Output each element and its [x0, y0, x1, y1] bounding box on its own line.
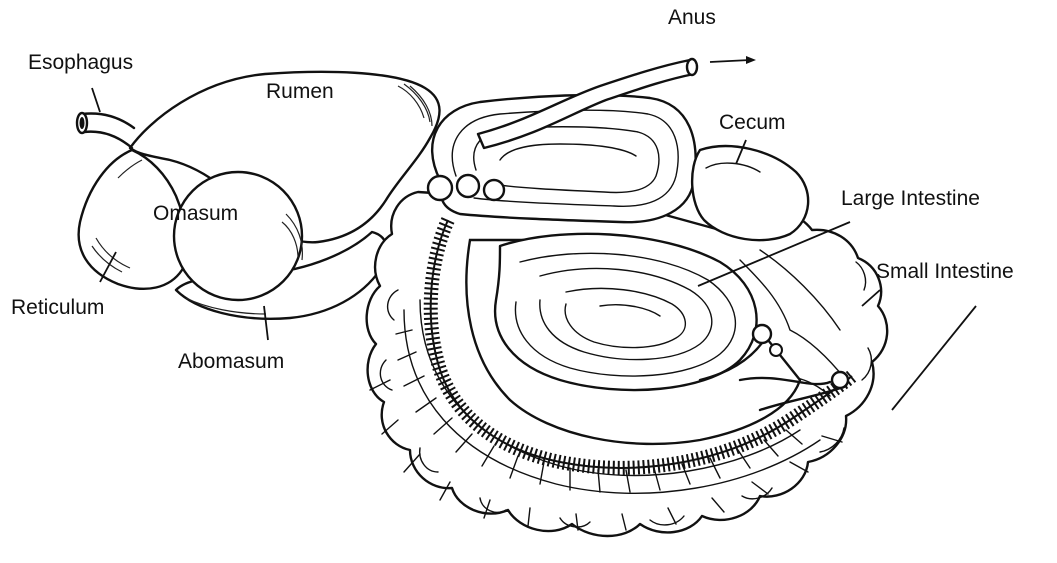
- intestinal-mass: [367, 59, 888, 536]
- cecum-organ: [692, 146, 808, 240]
- label-large-intestine: Large Intestine: [841, 187, 980, 210]
- omasum-organ: [174, 172, 302, 300]
- esophagus-tube: [82, 114, 134, 148]
- label-anus: Anus: [668, 6, 716, 29]
- label-cecum: Cecum: [719, 111, 786, 134]
- label-abomasum: Abomasum: [178, 350, 284, 373]
- label-small-intestine: Small Intestine: [876, 260, 1014, 283]
- label-omasum: Omasum: [153, 202, 238, 225]
- label-rumen: Rumen: [266, 80, 334, 103]
- label-esophagus: Esophagus: [28, 51, 133, 74]
- label-reticulum: Reticulum: [11, 296, 104, 319]
